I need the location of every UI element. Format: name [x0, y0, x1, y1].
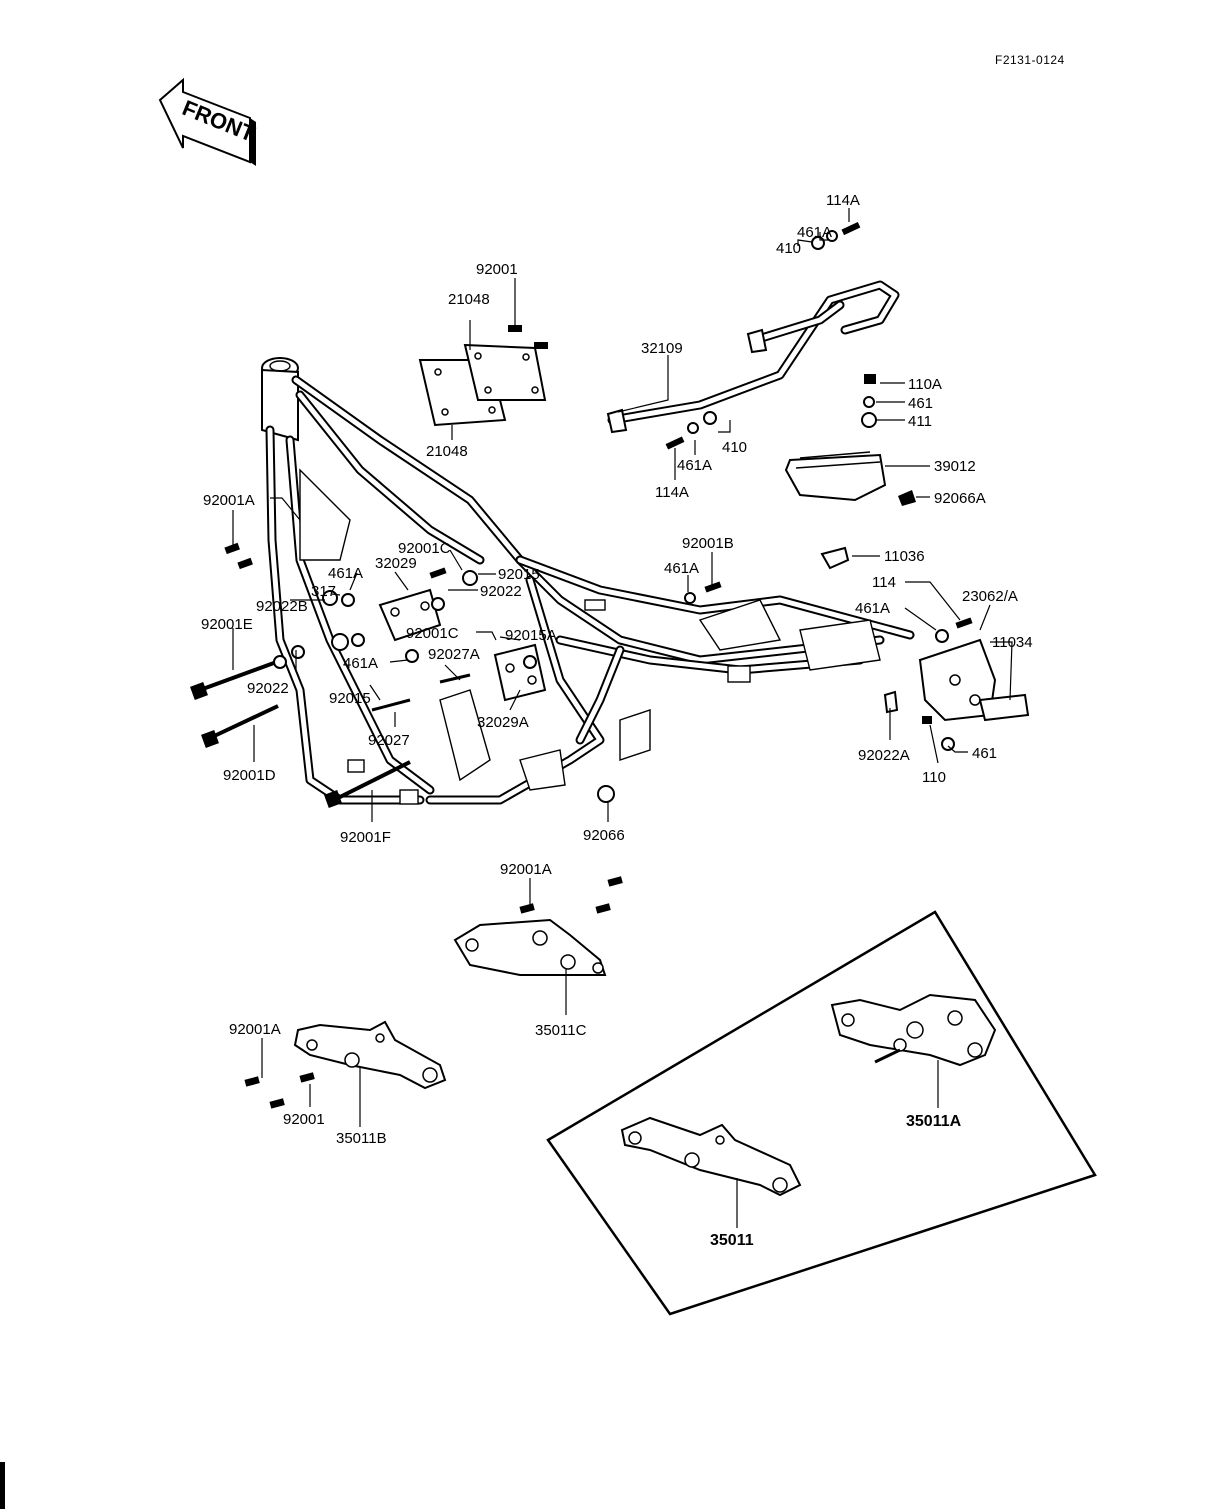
label-92022A: 92022A [858, 747, 910, 764]
label-11036: 11036 [884, 548, 925, 565]
label-35011C: 35011C [535, 1022, 587, 1039]
diagram-code: F2131-0124 [995, 53, 1065, 67]
rear-bracket [820, 546, 1030, 751]
label-92015-a: 92015 [498, 566, 540, 583]
grab-rail-32109 [606, 222, 900, 450]
label-461A-r2: 461A [855, 600, 890, 617]
label-461A-mid: 461A [677, 457, 712, 474]
label-92001E: 92001E [201, 616, 253, 633]
label-92001B: 92001B [682, 535, 734, 552]
label-461A-l1: 461A [328, 565, 363, 582]
label-32029A: 32029A [477, 714, 529, 731]
label-35011: 35011 [710, 1232, 754, 1249]
label-114A-top: 114A [826, 192, 860, 209]
label-114A-mid: 114A [655, 484, 689, 501]
label-92022-a: 92022 [480, 583, 522, 600]
label-92015A: 92015A [505, 627, 557, 644]
label-92066A: 92066A [934, 490, 986, 507]
label-461-r: 461 [972, 745, 997, 762]
label-92001-top: 92001 [476, 261, 518, 278]
label-21048-b: 21048 [426, 443, 468, 460]
bracket-35011A [830, 993, 997, 1067]
label-32109: 32109 [641, 340, 683, 357]
label-92015-b: 92015 [329, 690, 371, 707]
label-110A: 110A [908, 376, 942, 393]
label-92027: 92027 [368, 732, 410, 749]
label-92022-b: 92022 [247, 680, 289, 697]
label-110: 110 [922, 769, 946, 786]
label-92001F: 92001F [340, 829, 391, 846]
toolbox-39012 [784, 374, 916, 506]
label-461A-top: 461A [797, 224, 832, 241]
page-edge-mark [0, 1462, 5, 1509]
label-410-top: 410 [776, 240, 801, 257]
label-11034: 11034 [992, 634, 1033, 651]
label-23062A: 23062/A [962, 588, 1018, 605]
inset-box [546, 910, 1097, 1316]
label-39012: 39012 [934, 458, 976, 475]
label-92001C-b: 92001C [406, 625, 459, 642]
label-35011A: 35011A [906, 1113, 962, 1130]
label-32029: 32029 [375, 555, 417, 572]
label-461-top: 461 [908, 395, 933, 412]
label-92001-bl: 92001 [283, 1111, 325, 1128]
part-labels: 114A 461A 410 92001 21048 21048 32109 11… [201, 192, 1033, 1249]
label-92001A-left: 92001A [203, 492, 255, 509]
plate-21048 [418, 325, 548, 427]
leader-lines [232, 208, 1013, 1228]
label-92001A-mid: 92001A [500, 861, 552, 878]
bracket-35011B [244, 1020, 447, 1109]
label-92001D: 92001D [223, 767, 276, 784]
front-arrow: FRONT [158, 77, 259, 166]
label-317: 317 [311, 583, 336, 600]
label-21048-a: 21048 [448, 291, 490, 308]
label-411: 411 [908, 413, 932, 430]
label-92022B: 92022B [256, 598, 308, 615]
label-92027A: 92027A [428, 646, 480, 663]
bracket-35011C [453, 876, 623, 976]
label-92066: 92066 [583, 827, 625, 844]
label-461A-r1: 461A [664, 560, 699, 577]
label-461A-l2: 461A [343, 655, 378, 672]
label-92001C-a: 92001C [398, 540, 451, 557]
label-114: 114 [872, 574, 896, 591]
bracket-35011 [620, 1116, 802, 1197]
engine-mount-hardware [190, 542, 722, 808]
label-35011B: 35011B [336, 1130, 387, 1147]
label-92001A-bl: 92001A [229, 1021, 281, 1038]
label-410-mid: 410 [722, 439, 747, 456]
